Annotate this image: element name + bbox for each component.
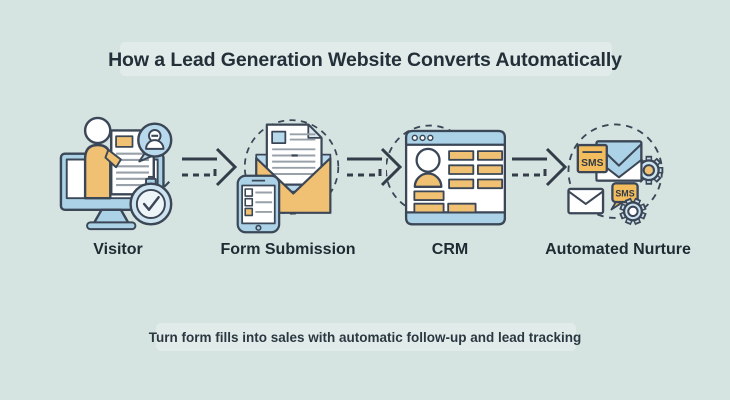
chat-bubble-avatar-icon (137, 122, 173, 163)
step-label-crm: CRM (431, 241, 469, 258)
sms-email-gears-icon: SMS SMS (567, 123, 664, 226)
flow-arrow-icon (347, 147, 403, 187)
step-form-submission: Form Submission (203, 114, 373, 259)
automated-nurture-icon-box: SMS SMS (533, 114, 703, 234)
contact-avatar-icon (413, 147, 443, 188)
stopwatch-icon (129, 175, 173, 226)
step-crm: CRM (365, 114, 535, 259)
visitor-monitor-icon (59, 116, 173, 231)
crm-icon-box (365, 114, 535, 234)
step-automated-nurture: SMS SMS (533, 114, 703, 259)
phone-form-icon (236, 174, 281, 234)
monitor-stand (86, 208, 137, 231)
visitor-icon-box (33, 114, 203, 234)
svg-text:SMS: SMS (615, 188, 634, 198)
step-label-form-submission: Form Submission (220, 241, 356, 258)
title-highlight-band (120, 42, 612, 76)
person-icon (83, 116, 122, 200)
email-white-icon (567, 187, 605, 215)
form-submission-icon-box (203, 114, 373, 234)
gear-blue-icon (619, 197, 647, 226)
page-title: How a Lead Generation Website Converts A… (108, 49, 622, 71)
crm-browser-icon (386, 124, 506, 226)
crm-data-fields (413, 150, 504, 214)
step-label-automated-nurture: Automated Nurture (545, 241, 691, 258)
step-label-visitor: Visitor (93, 241, 143, 258)
flow-arrow-icon (512, 147, 568, 187)
sms-bubble-icon: SMS (610, 182, 639, 211)
envelope-letter-phone-icon (236, 119, 340, 234)
letter-icon (265, 123, 323, 186)
subtitle-highlight-band (156, 323, 576, 351)
flow-arrow-icon (182, 147, 238, 187)
sms-badge-icon: SMS (576, 143, 608, 174)
step-visitor: Visitor (33, 114, 203, 259)
subtitle: Turn form fills into sales with automati… (148, 330, 582, 345)
svg-text:SMS: SMS (581, 158, 603, 169)
